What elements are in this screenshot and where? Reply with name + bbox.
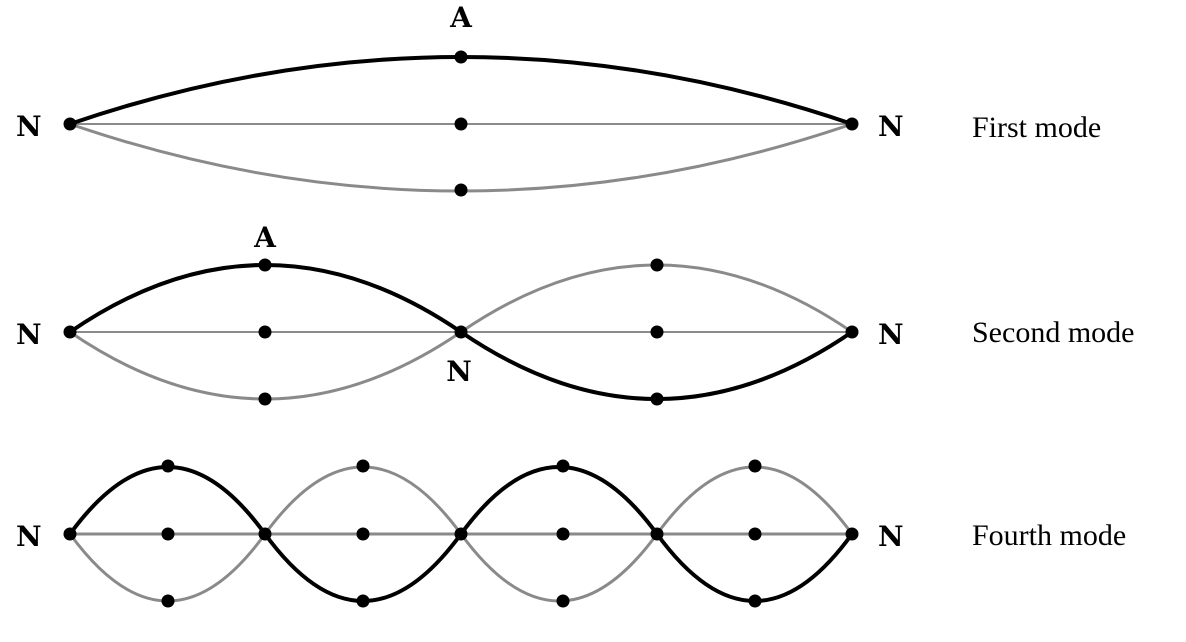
antinode-dot [356,459,370,473]
mode-second: N N N A Second mode [16,221,1134,406]
string-displaced-down [69,122,853,193]
node-label-right: N [878,318,904,351]
end-node-dot [845,117,859,131]
antinode-dot [258,392,272,406]
midpoint-dot [258,325,272,339]
node-label-right: N [878,110,904,143]
end-node-dot [63,527,77,541]
midpoint-dot [454,117,468,131]
interior-node-dot [650,527,664,541]
node-label-left: N [16,110,42,143]
end-node-dot [845,527,859,541]
midpoint-dot [556,527,570,541]
antinode-dot [454,50,468,64]
antinode-dot [454,183,468,197]
antinode-dot [556,459,570,473]
antinode-dot [556,594,570,608]
antinode-label: A [253,221,277,254]
mode-label-fourth: Fourth mode [972,519,1126,552]
midpoint-dot [356,527,370,541]
string-displaced-up [69,55,853,126]
antinode-dot [748,594,762,608]
antinode-dot [356,594,370,608]
node-label-left: N [16,520,42,553]
interior-node-dot [454,325,468,339]
mode-label-second: Second mode [972,316,1134,349]
node-label-center: N [446,355,472,388]
antinode-dot [748,459,762,473]
antinode-dot [161,594,175,608]
midpoint-dot [748,527,762,541]
node-label-left: N [16,318,42,351]
interior-node-dot [454,527,468,541]
antinode-dot [258,258,272,272]
mode-first: N N A First mode [16,1,1101,197]
mode-label-first: First mode [972,111,1101,144]
midpoint-dot [161,527,175,541]
interior-node-dot [258,527,272,541]
mode-fourth: N N Fourth mode [16,459,1126,608]
end-node-dot [845,325,859,339]
antinode-dot [650,258,664,272]
end-node-dot [63,325,77,339]
antinode-label: A [449,1,473,34]
node-label-right: N [878,520,904,553]
antinode-dot [161,459,175,473]
end-node-dot [63,117,77,131]
midpoint-dot [650,325,664,339]
antinode-dot [650,392,664,406]
